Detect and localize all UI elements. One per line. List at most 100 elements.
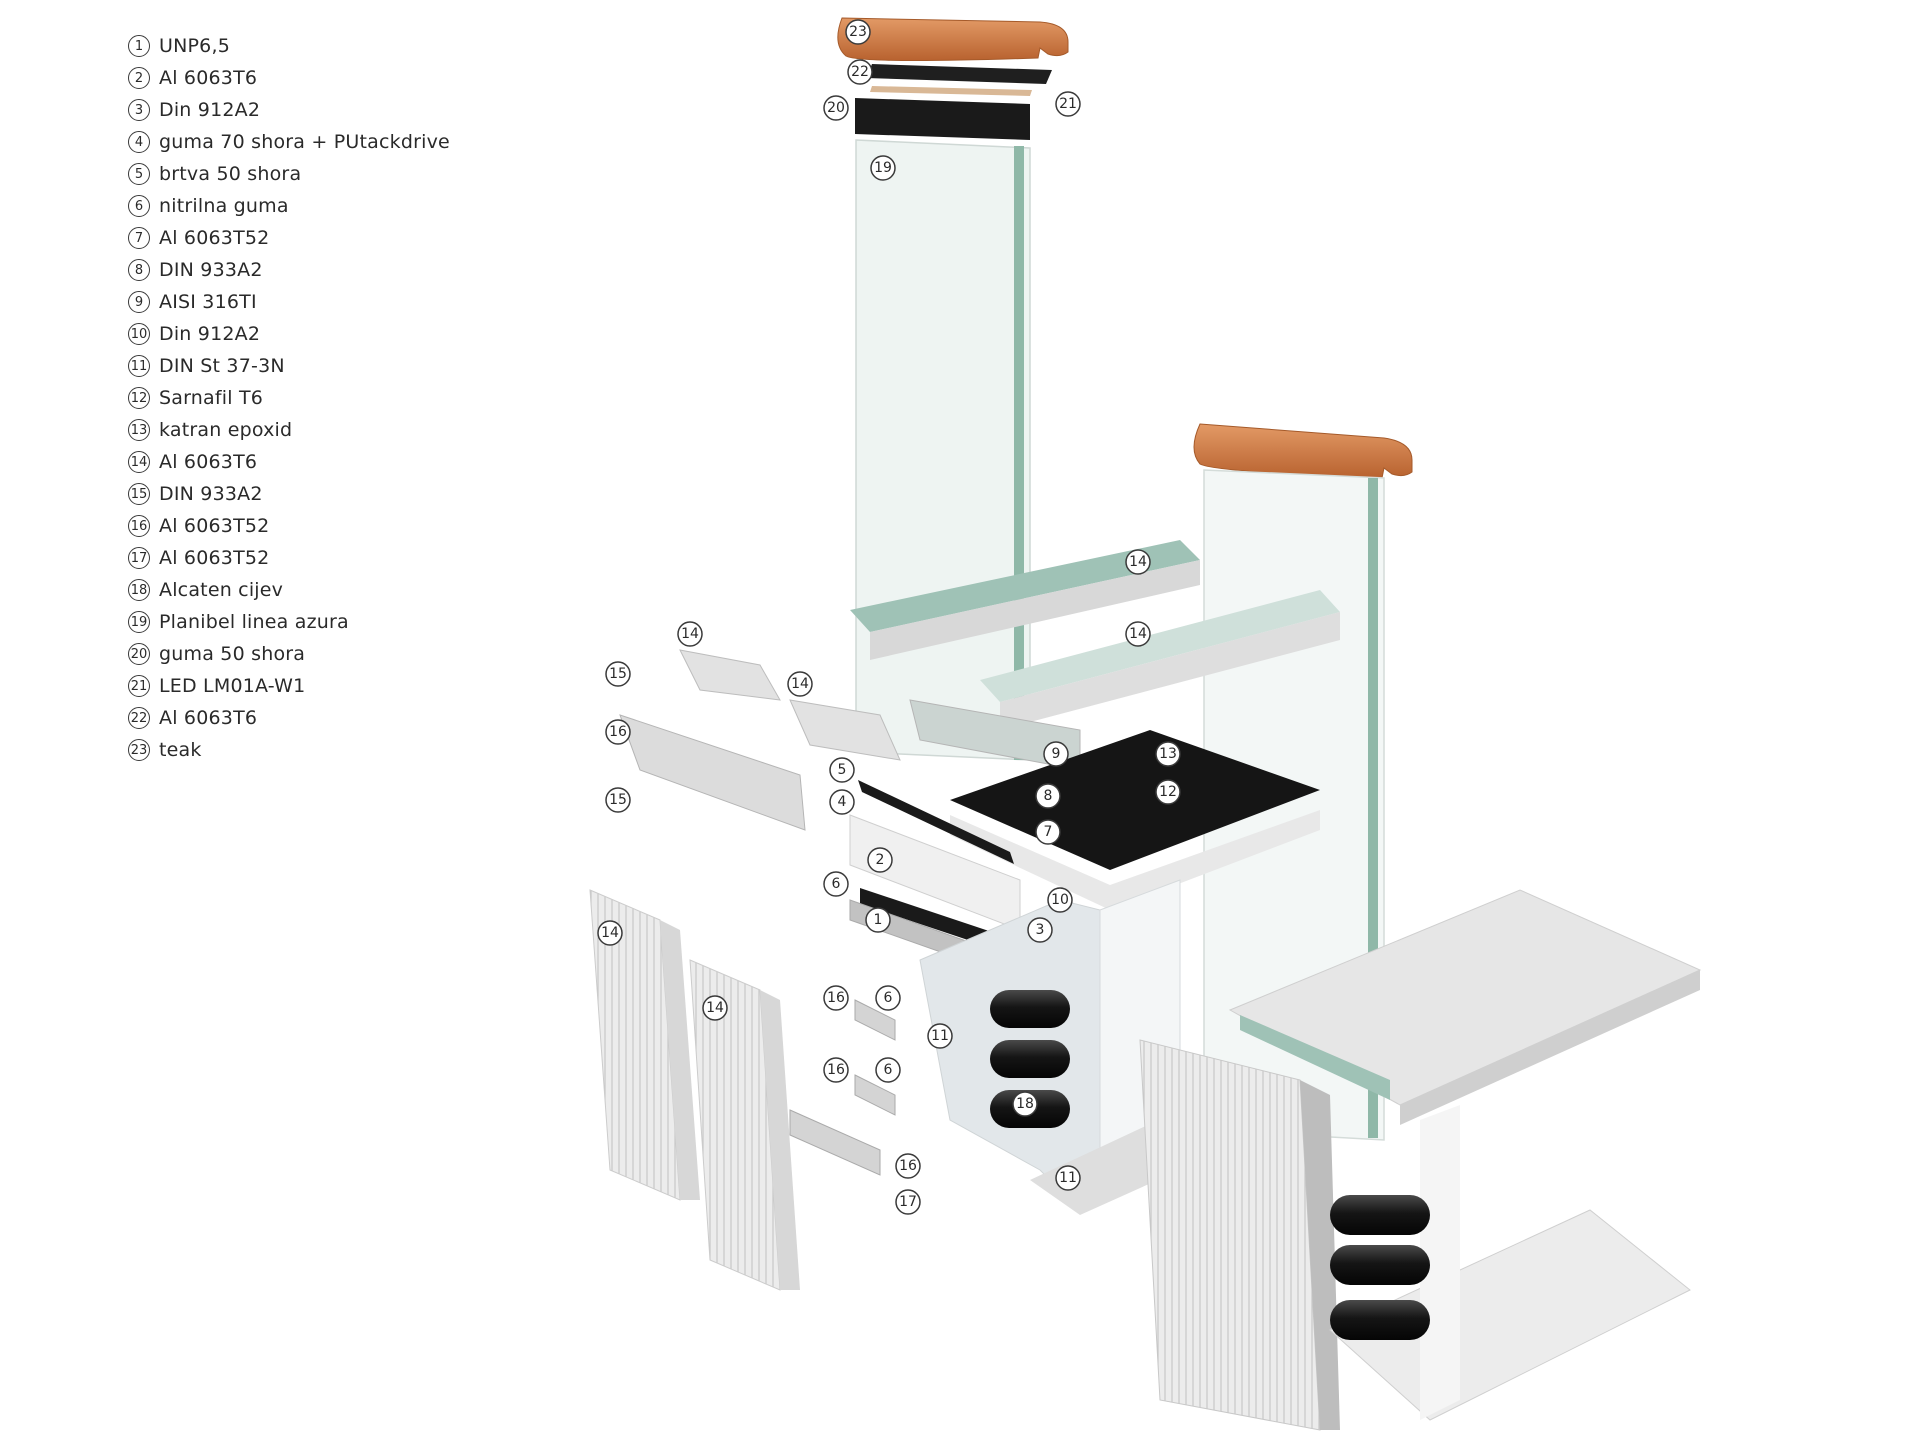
callout-circle [865,907,891,933]
callout-11: 11 [1055,1165,1081,1191]
callout-1: 1 [865,907,891,933]
legend-number: 12 [128,387,150,409]
callout-circle [823,871,849,897]
callout-21: 21 [1055,91,1081,117]
callout-22: 22 [847,59,873,85]
pipe-1 [990,990,1070,1028]
callout-14: 14 [597,920,623,946]
legend-item: 5 brtva 50 shora [128,158,450,190]
callout-12: 12 [1155,779,1181,805]
callout-circle [829,757,855,783]
callout-number: 5 [838,762,847,778]
aluminium-profile-top [866,64,1052,84]
callout-11: 11 [927,1023,953,1049]
callout-number: 22 [851,64,869,80]
callout-16: 16 [605,719,631,745]
callout-circle [895,1153,921,1179]
callout-number: 3 [1036,922,1045,938]
legend-label: DIN 933A2 [159,259,263,281]
led-strip-top [870,86,1032,96]
callout-17: 17 [895,1189,921,1215]
legend-label: Din 912A2 [159,323,261,345]
callout-number: 8 [1044,788,1053,804]
legend-label: brtva 50 shora [159,163,302,185]
bracket-parts [619,649,1081,831]
callout-number: 16 [827,990,845,1006]
callout-number: 10 [1051,892,1069,908]
callout-number: 16 [827,1062,845,1078]
callout-number: 15 [609,792,627,808]
pipe-b [1330,1245,1430,1285]
legend-label: AISI 316TI [159,291,257,313]
legend-label: teak [159,739,202,761]
callout-20: 20 [823,95,849,121]
rubber-channel-top [855,98,1030,140]
legend-number: 19 [128,611,150,633]
callout-19: 19 [870,155,896,181]
callout-23: 23 [845,19,871,45]
callout-13: 13 [1155,741,1181,767]
callout-number: 18 [1016,1096,1034,1112]
callout-circle [927,1023,953,1049]
callout-circle [823,985,849,1011]
legend-number: 20 [128,643,150,665]
legend-label: DIN St 37-3N [159,355,285,377]
callout-circle [1155,741,1181,767]
callout-number: 14 [601,925,619,941]
callout-circle [605,661,631,687]
callout-circle [1055,91,1081,117]
callout-6: 6 [875,985,901,1011]
callout-number: 6 [884,990,893,1006]
glass-edge-assembled [1368,478,1378,1138]
callout-3: 3 [1027,917,1053,943]
legend-number: 21 [128,675,150,697]
callout-circle [702,995,728,1021]
callout-number: 4 [838,794,847,810]
legend-label: Al 6063T6 [159,67,258,89]
pipe-c [1330,1300,1430,1340]
callout-circle [823,95,849,121]
callout-16: 16 [895,1153,921,1179]
callout-circle [1155,779,1181,805]
callout-number: 9 [1052,746,1061,762]
callout-6: 6 [875,1057,901,1083]
callout-number: 21 [1059,96,1077,112]
legend-number: 15 [128,483,150,505]
callout-16: 16 [823,985,849,1011]
callout-14: 14 [677,621,703,647]
callout-circle [867,847,893,873]
callout-circle [1047,887,1073,913]
callout-circle [597,920,623,946]
legend-number: 14 [128,451,150,473]
callout-number: 20 [827,100,845,116]
callout-circle [1035,819,1061,845]
callout-circle [847,59,873,85]
callout-number: 16 [899,1158,917,1174]
callout-circle [845,19,871,45]
legend-number: 9 [128,291,150,313]
legend-label: Al 6063T6 [159,707,258,729]
callout-circle [787,671,813,697]
legend-number: 16 [128,515,150,537]
legend-number: 5 [128,163,150,185]
callout-18: 18 [1012,1091,1038,1117]
legend-number: 22 [128,707,150,729]
callout-circle [1027,917,1053,943]
legend-label: guma 50 shora [159,643,306,665]
callout-number: 16 [609,724,627,740]
callout-circle [875,1057,901,1083]
callout-7: 7 [1035,819,1061,845]
